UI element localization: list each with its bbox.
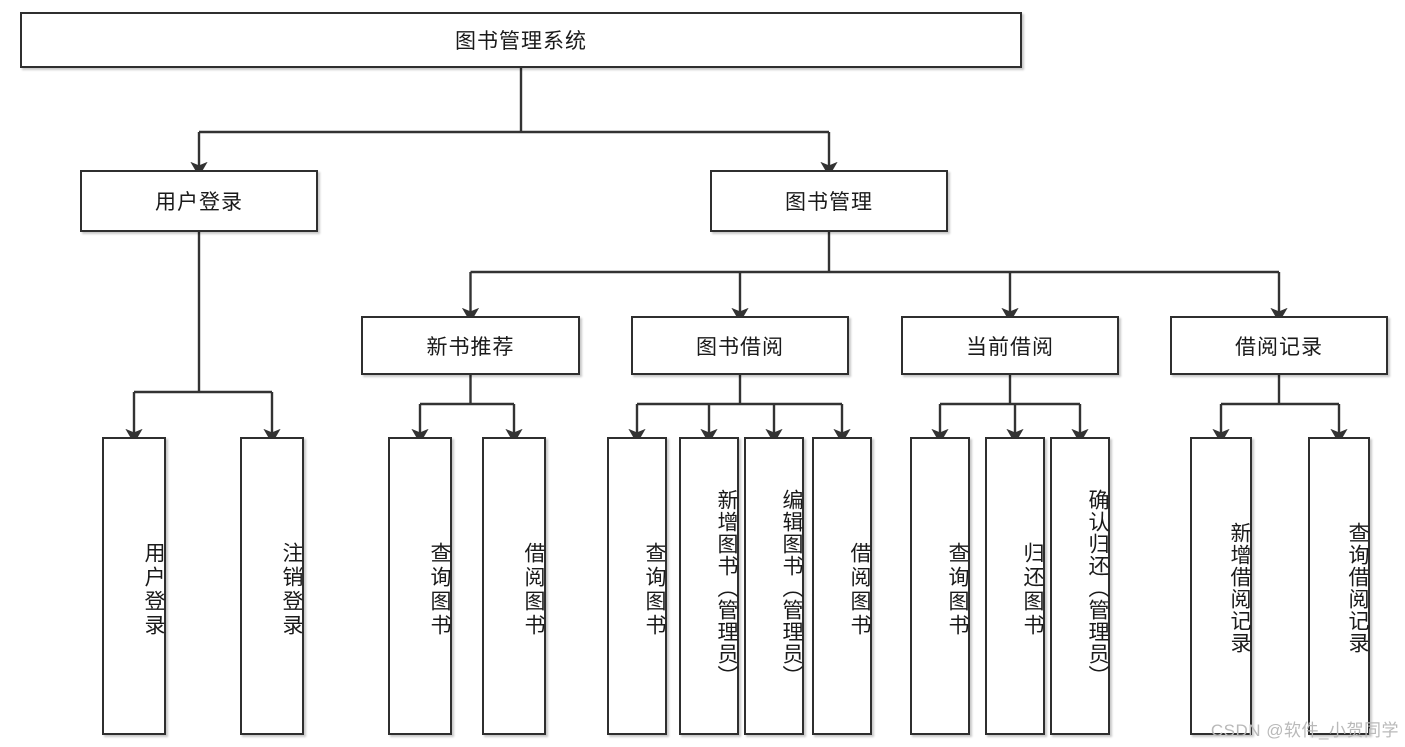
node-root-label: 图书管理系统 <box>455 30 587 53</box>
leaf-borrow-query-book-label: 查询图书 <box>643 542 666 638</box>
leaf-newbook-borrow-book-label: 借阅图书 <box>522 542 545 638</box>
node-current-borrow-label: 当前借阅 <box>966 335 1054 359</box>
node-book-management-module[interactable]: 图书管理 <box>710 170 948 232</box>
leaf-borrow-add-book-admin-label: 新增图书（管理员） <box>715 489 738 687</box>
leaf-user-logout[interactable]: 注销登录 <box>240 437 304 735</box>
leaf-user-login[interactable]: 用户登录 <box>102 437 166 735</box>
node-new-book-recommend-label: 新书推荐 <box>426 335 515 359</box>
leaf-newbook-query-book[interactable]: 查询图书 <box>388 437 452 735</box>
leaf-current-query-book-label: 查询图书 <box>946 542 969 638</box>
leaf-newbook-borrow-book[interactable]: 借阅图书 <box>482 437 546 735</box>
leaf-current-confirm-return-admin[interactable]: 确认归还（管理员） <box>1050 437 1110 735</box>
node-user-login-module[interactable]: 用户登录 <box>80 170 318 232</box>
edge-paths <box>125 68 1348 444</box>
node-root[interactable]: 图书管理系统 <box>20 12 1022 68</box>
leaf-record-query-record[interactable]: 查询借阅记录 <box>1308 437 1370 735</box>
leaf-record-add-record[interactable]: 新增借阅记录 <box>1190 437 1252 735</box>
leaf-user-logout-label: 注销登录 <box>280 542 303 638</box>
node-current-borrow[interactable]: 当前借阅 <box>901 316 1119 375</box>
node-book-borrow[interactable]: 图书借阅 <box>631 316 849 375</box>
leaf-current-confirm-return-admin-label: 确认归还（管理员） <box>1086 489 1109 687</box>
node-book-borrow-label: 图书借阅 <box>696 335 784 359</box>
leaf-user-login-label: 用户登录 <box>142 542 165 638</box>
node-book-management-module-label: 图书管理 <box>785 191 873 214</box>
leaf-borrow-edit-book-admin[interactable]: 编辑图书（管理员） <box>744 437 804 735</box>
leaf-newbook-query-book-label: 查询图书 <box>428 542 451 638</box>
node-borrow-record[interactable]: 借阅记录 <box>1170 316 1388 375</box>
leaf-borrow-add-book-admin[interactable]: 新增图书（管理员） <box>679 437 739 735</box>
watermark: CSDN @软件_小贺同学 <box>1210 721 1399 740</box>
leaf-borrow-query-book[interactable]: 查询图书 <box>607 437 667 735</box>
leaf-borrow-borrow-book[interactable]: 借阅图书 <box>812 437 872 735</box>
node-borrow-record-label: 借阅记录 <box>1235 335 1323 359</box>
leaf-current-return-book-label: 归还图书 <box>1021 542 1044 638</box>
leaf-borrow-edit-book-admin-label: 编辑图书（管理员） <box>780 489 803 687</box>
leaf-record-query-record-label: 查询借阅记录 <box>1346 522 1369 654</box>
leaf-current-query-book[interactable]: 查询图书 <box>910 437 970 735</box>
leaf-record-add-record-label: 新增借阅记录 <box>1228 522 1251 654</box>
node-user-login-module-label: 用户登录 <box>155 191 243 214</box>
leaf-current-return-book[interactable]: 归还图书 <box>985 437 1045 735</box>
leaf-borrow-borrow-book-label: 借阅图书 <box>848 542 871 638</box>
node-new-book-recommend[interactable]: 新书推荐 <box>361 316 580 375</box>
